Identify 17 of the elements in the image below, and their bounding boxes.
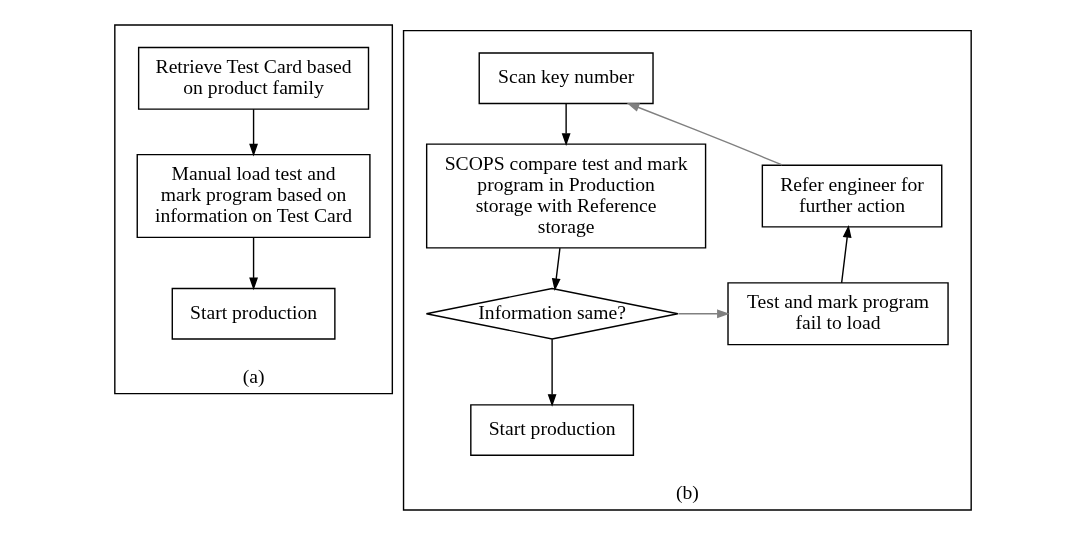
arrow [626, 102, 783, 166]
arrow [249, 236, 258, 291]
node-box: SCOPS compare test and mark program in Production storage with Reference storage [425, 143, 707, 249]
arrow [677, 309, 730, 319]
node-box: Manual load test and mark program based on information on Test Card [136, 153, 371, 239]
node-diamond: Information same? [425, 287, 679, 340]
arrow [840, 224, 852, 284]
node-box: Refer engineer for further action [761, 164, 943, 228]
arrow [561, 103, 571, 146]
arrow [551, 247, 561, 291]
node-box: Retrieve Test Card based on product family [137, 46, 370, 110]
node-box: Start production [470, 404, 635, 456]
arrow [249, 108, 258, 157]
node-box: Start production [171, 287, 336, 340]
arrow [547, 338, 557, 407]
node-box: Scan key number [478, 52, 654, 105]
node-box: Test and mark program fail to load [727, 282, 949, 346]
